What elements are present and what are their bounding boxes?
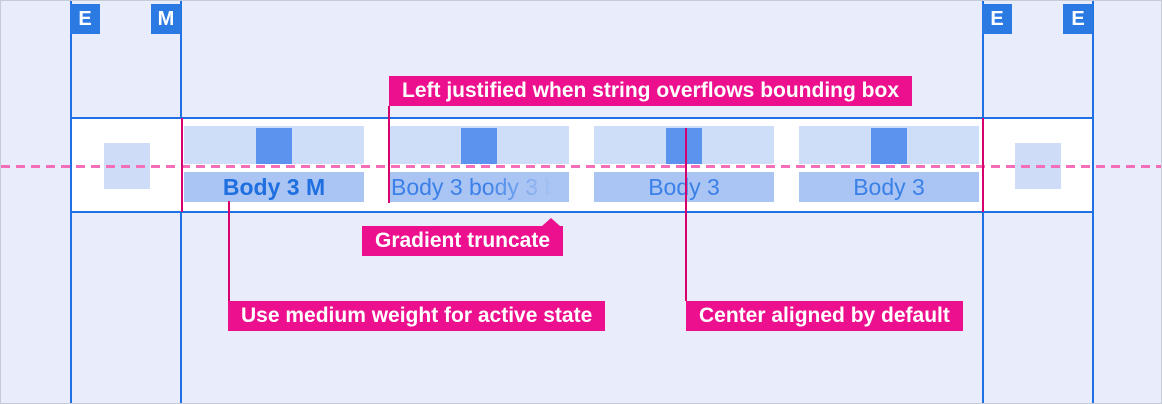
margin-marker-m: M [151, 4, 181, 34]
margin-marker-e: E [982, 4, 1012, 34]
annotation-gradient-truncate-text: Gradient truncate [375, 229, 551, 252]
margin-marker-e: E [1063, 4, 1093, 34]
tab-label-truncated: Body 3 body 3 b [389, 172, 569, 202]
tab-item-active[interactable]: Body 3 M [184, 126, 364, 202]
tab-item[interactable]: Body 3 [799, 126, 979, 202]
annotation-center-aligned: Center aligned by default [686, 301, 963, 331]
band-margin-redline-right [982, 118, 984, 212]
tab-item-overflow[interactable]: Body 3 body 3 b [389, 126, 569, 202]
tab-icon-area [594, 126, 774, 164]
tab-icon-area [389, 126, 569, 164]
leader-line-medium-weight [228, 201, 230, 301]
icon-placeholder-square [461, 128, 497, 164]
baseline-dashed-line [1, 165, 1161, 168]
tab-label: Body 3 [799, 172, 979, 202]
band-margin-redline-left [181, 118, 183, 212]
tab-label: Body 3 [594, 172, 774, 202]
tab-label-active: Body 3 M [184, 172, 364, 202]
gradient-fade-overlay [485, 172, 569, 202]
annotation-medium-weight: Use medium weight for active state [228, 301, 606, 331]
tab-icon-area [184, 126, 364, 164]
margin-marker-e: E [70, 4, 100, 34]
annotation-gradient-truncate: Gradient truncate [362, 218, 564, 256]
icon-placeholder-square [666, 128, 702, 164]
tab-item[interactable]: Body 3 [594, 126, 774, 202]
icon-placeholder-square [871, 128, 907, 164]
annotation-left-justified: Left justified when string overflows bou… [389, 76, 912, 106]
tab-icon-area [799, 126, 979, 164]
arrow-up-icon [542, 218, 561, 226]
icon-placeholder-square [256, 128, 292, 164]
leader-line-center-aligned [685, 128, 687, 301]
leader-line-left-justified [388, 106, 390, 203]
